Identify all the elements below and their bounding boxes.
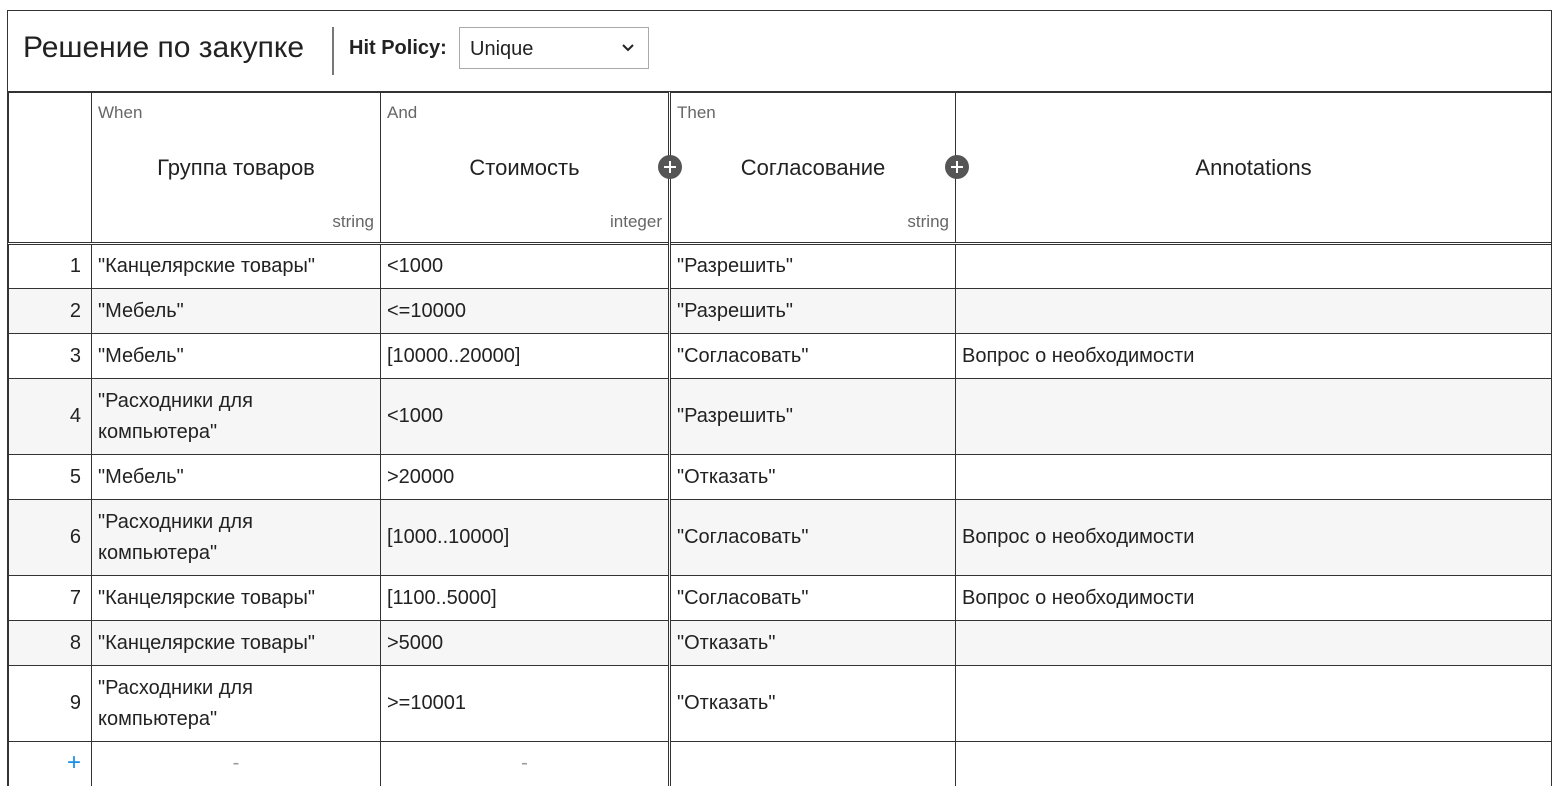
annotation-cell[interactable]: Вопрос о необходимости [955,575,1552,621]
column-type: integer [610,212,662,231]
group-cell[interactable]: "Мебель" [91,333,381,379]
approval-cell[interactable]: "Разрешить" [669,378,956,455]
table-title[interactable]: Решение по закупке [23,31,305,64]
new-rule-cost-placeholder[interactable]: - [380,741,671,786]
approval-cell[interactable]: "Отказать" [669,454,956,500]
cost-cell[interactable]: [1000..10000] [380,499,671,576]
index-header [8,92,92,244]
column-keyword: And [387,103,418,122]
hit-policy-value: Unique [470,38,534,60]
column-name: Стоимость [469,155,580,180]
column-name: Группа товаров [157,155,315,180]
cost-cell[interactable]: <1000 [380,378,671,455]
column-name: Annotations [1195,155,1312,180]
cost-cell[interactable]: <=10000 [380,288,671,334]
row-index[interactable]: 2 [8,288,92,334]
row-index[interactable]: 4 [8,378,92,455]
table-row: 2 "Мебель" <=10000 "Разрешить" [8,288,1552,334]
column-type: string [907,212,949,231]
table-row: 8 "Канцелярские товары" >5000 "Отказать" [8,620,1552,666]
approval-cell[interactable]: "Согласовать" [669,499,956,576]
table-row: 5 "Мебель" >20000 "Отказать" [8,454,1552,500]
annotation-cell[interactable] [955,378,1552,455]
group-cell[interactable]: "Мебель" [91,454,381,500]
new-rule-approval-placeholder[interactable] [669,741,956,786]
group-cell[interactable]: "Мебель" [91,288,381,334]
row-index[interactable]: 1 [8,243,92,289]
cost-cell[interactable]: >=10001 [380,665,671,742]
table-row: 3 "Мебель" [10000..20000] "Согласовать" … [8,333,1552,379]
output-column-header-approval[interactable]: Then Согласование string [669,92,969,244]
approval-cell[interactable]: "Согласовать" [669,575,956,621]
table-header-bar: Решение по закупке Hit Policy: Unique [8,11,1551,92]
annotation-cell[interactable]: Вопрос о необходимости [955,499,1552,576]
row-index[interactable]: 5 [8,454,92,500]
table-row: 4 "Расходники для компьютера" <1000 "Раз… [8,378,1552,455]
column-name: Согласование [740,155,886,180]
annotation-cell[interactable] [955,454,1552,500]
table-row: 1 "Канцелярские товары" <1000 "Разрешить… [8,243,1552,289]
table-row: 7 "Канцелярские товары" [1100..5000] "Со… [8,575,1552,621]
row-index[interactable]: 6 [8,499,92,576]
group-cell[interactable]: "Канцелярские товары" [91,243,381,289]
cost-cell[interactable]: >5000 [380,620,671,666]
group-cell[interactable]: "Расходники для компьютера" [91,665,381,742]
group-cell[interactable]: "Канцелярские товары" [91,620,381,666]
hit-policy-label: Hit Policy: [349,37,447,59]
row-index[interactable]: 7 [8,575,92,621]
column-keyword: When [98,103,143,122]
column-keyword: Then [677,103,716,122]
row-index[interactable]: 8 [8,620,92,666]
group-cell[interactable]: "Расходники для компьютера" [91,378,381,455]
cost-cell[interactable]: <1000 [380,243,671,289]
table-row: 6 "Расходники для компьютера" [1000..100… [8,499,1552,576]
cost-cell[interactable]: >20000 [380,454,671,500]
annotation-cell[interactable] [955,243,1552,289]
add-output-column-icon[interactable] [945,155,969,179]
table-row: 9 "Расходники для компьютера" >=10001 "О… [8,665,1552,742]
annotation-cell[interactable] [955,288,1552,334]
title-divider [332,27,334,75]
annotation-cell[interactable]: Вопрос о необходимости [955,333,1552,379]
input-column-header-group[interactable]: When Группа товаров string [91,92,381,244]
decision-table: Решение по закупке Hit Policy: Unique Wh… [7,10,1552,786]
add-input-column-icon[interactable] [658,155,682,179]
row-index[interactable]: 3 [8,333,92,379]
group-cell[interactable]: "Расходники для компьютера" [91,499,381,576]
plus-icon: + [66,749,81,777]
approval-cell[interactable]: "Разрешить" [669,243,956,289]
annotations-header[interactable]: Annotations [955,92,1552,244]
new-rule-group-placeholder[interactable]: - [91,741,381,786]
approval-cell[interactable]: "Отказать" [669,620,956,666]
new-rule-annotation-placeholder[interactable] [955,741,1552,786]
annotation-cell[interactable] [955,620,1552,666]
approval-cell[interactable]: "Согласовать" [669,333,956,379]
add-rule-button[interactable]: + [8,741,92,786]
row-index[interactable]: 9 [8,665,92,742]
rules-table: When Группа товаров string And Стоимость… [8,92,1552,786]
cost-cell[interactable]: [1100..5000] [380,575,671,621]
add-rule-row: + - - [8,741,1552,786]
chevron-down-icon [622,44,634,52]
column-type: string [332,212,374,231]
cost-cell[interactable]: [10000..20000] [380,333,671,379]
hit-policy-select[interactable]: Unique [459,27,649,69]
approval-cell[interactable]: "Отказать" [669,665,956,742]
annotation-cell[interactable] [955,665,1552,742]
group-cell[interactable]: "Канцелярские товары" [91,575,381,621]
input-column-header-cost[interactable]: And Стоимость integer [380,92,682,244]
approval-cell[interactable]: "Разрешить" [669,288,956,334]
